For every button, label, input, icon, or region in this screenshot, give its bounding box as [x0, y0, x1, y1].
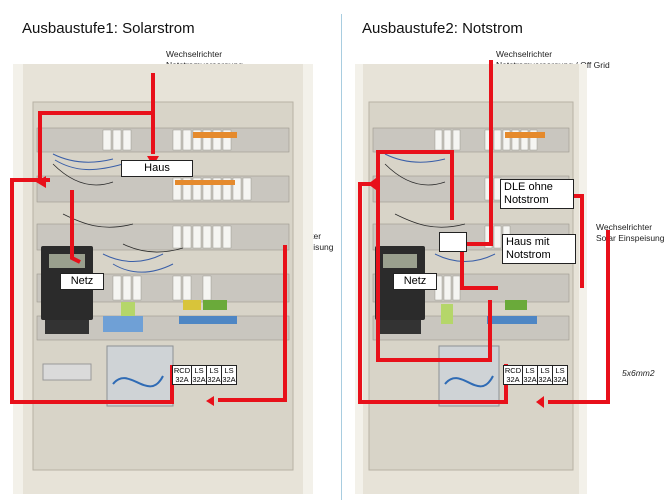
- right-wire-dle: [572, 194, 584, 288]
- right-arrow-feed: [368, 178, 376, 190]
- left-arrow-feed: [36, 176, 46, 188]
- right-wire-split: [460, 244, 498, 290]
- left-wire-feed-loop: [10, 178, 174, 404]
- right-wire-feed-loop: [358, 182, 508, 404]
- left-arrow-solar: [206, 396, 214, 406]
- panel-divider: [341, 14, 342, 500]
- left-label-haus: Haus: [121, 160, 193, 177]
- right-wire-backup-top: [457, 60, 493, 246]
- right-switch-symbol: [439, 232, 467, 252]
- left-wire-netz: [70, 190, 81, 264]
- right-label-netz: Netz: [393, 273, 437, 290]
- left-wire-solar: [218, 245, 287, 402]
- right-title: Ausbaustufe2: Notstrom: [362, 20, 523, 37]
- cable-spec-bottom: 5x6mm2: [622, 368, 655, 378]
- left-label-netz: Netz: [60, 273, 104, 290]
- left-wire-house-loop: [38, 73, 155, 180]
- right-wire-house-loop: [376, 150, 492, 362]
- right-wire-solar: [548, 230, 610, 404]
- left-title: Ausbaustufe1: Solarstrom: [22, 20, 195, 37]
- right-arrow-solar: [536, 396, 544, 408]
